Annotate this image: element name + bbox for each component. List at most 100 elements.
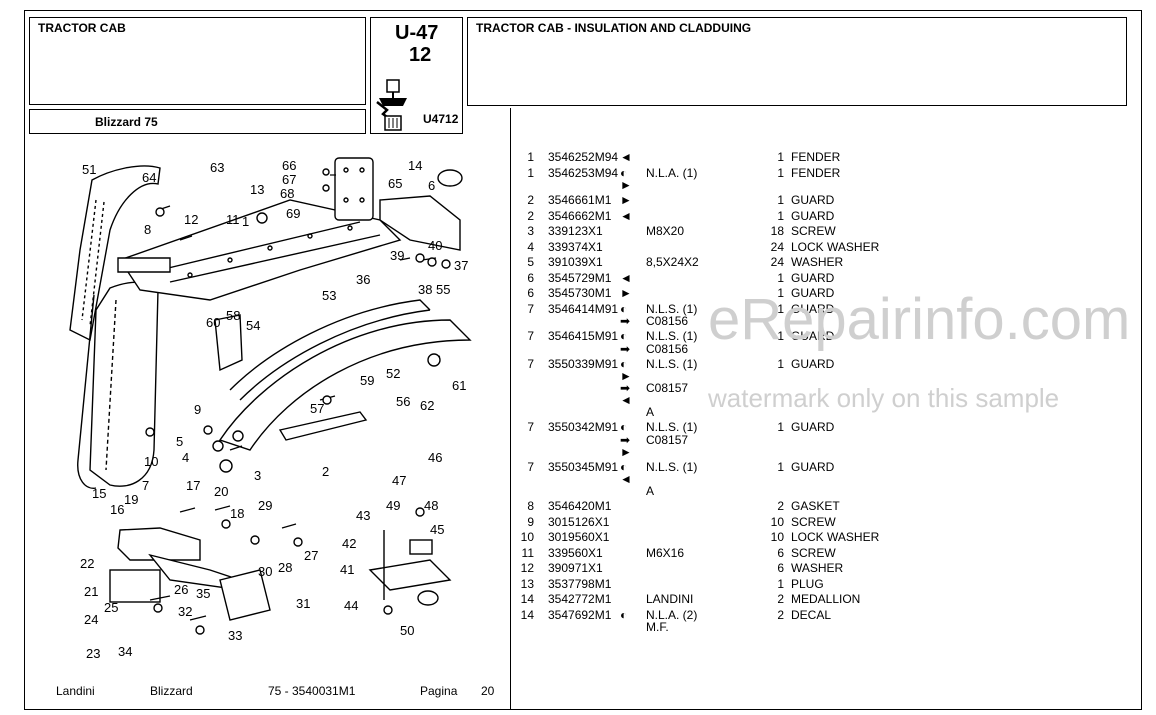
callout-label: 50 xyxy=(400,623,414,638)
description: GUARD xyxy=(791,420,835,434)
figure-code: U4712 xyxy=(423,112,459,126)
callout-label: 57 xyxy=(310,401,324,416)
item-number: 4 xyxy=(527,239,534,254)
model-box: Blizzard 75 xyxy=(29,109,366,134)
symbol-icon: ➡ xyxy=(620,381,631,395)
model-name: Blizzard 75 xyxy=(95,115,158,129)
symbol-icon: ➡ xyxy=(620,432,631,447)
callout-label: 65 xyxy=(388,176,402,191)
callout-label: 9 xyxy=(194,402,201,417)
quantity: 1 xyxy=(777,459,784,474)
symbol-icon: ◐ xyxy=(620,420,628,434)
page-code: U-47 xyxy=(395,22,439,44)
callout-label: 28 xyxy=(278,560,292,575)
part-note: N.L.S. (1) xyxy=(646,459,698,474)
item-number: 1 xyxy=(527,165,534,180)
callout-label: 41 xyxy=(340,562,354,577)
quantity: 1 xyxy=(777,301,784,316)
description: GUARD xyxy=(791,301,835,316)
symbol-icon: ◐ xyxy=(620,301,628,316)
symbol-icon: ◄ xyxy=(620,472,632,486)
callout-label: 1 xyxy=(242,214,249,229)
callout-label: 19 xyxy=(124,492,138,507)
callout-label: 43 xyxy=(356,508,370,523)
description: WASHER xyxy=(791,561,844,575)
parts-subrow: ➡C08156 xyxy=(516,314,1116,328)
parts-subrow: M.F. xyxy=(516,620,1116,634)
symbol-icon: ◐ xyxy=(620,459,628,474)
item-number: 7 xyxy=(527,301,534,316)
part-number: 3546415M91 xyxy=(548,329,619,343)
description: SCREW xyxy=(791,224,836,238)
callout-label: 47 xyxy=(392,473,406,488)
part-number: 3019560X1 xyxy=(548,530,610,544)
description: GUARD xyxy=(791,208,835,223)
description: WASHER xyxy=(791,255,844,269)
callout-label: 5 xyxy=(176,434,183,449)
part-note: N.L.S. (1) xyxy=(646,329,698,343)
part-number: 3542772M1 xyxy=(548,592,612,606)
item-number: 13 xyxy=(520,576,534,591)
callout-label: 21 xyxy=(84,584,98,599)
callout-label: 3 xyxy=(254,468,261,483)
callout-label: 4 xyxy=(182,450,189,465)
part-number: 339560X1 xyxy=(548,545,603,560)
parts-subrow: A xyxy=(516,484,1116,498)
parts-subrow: ➡C08156 xyxy=(516,342,1116,356)
callout-label: 14 xyxy=(408,158,422,173)
callout-label: 34 xyxy=(118,644,132,659)
part-number: 339123X1 xyxy=(548,224,603,238)
quantity: 1 xyxy=(777,165,784,180)
description: LOCK WASHER xyxy=(791,239,880,254)
callout-label: 51 xyxy=(82,162,96,177)
item-number: 6 xyxy=(527,286,534,300)
part-number: 3015126X1 xyxy=(548,514,610,529)
callout-label: 31 xyxy=(296,596,310,611)
quantity: 1 xyxy=(777,193,784,207)
callout-label: 20 xyxy=(214,484,228,499)
callout-label: 62 xyxy=(420,398,434,413)
callout-label: 10 xyxy=(144,454,158,469)
page-code-box: U-47 12 U4712 xyxy=(370,17,463,134)
part-number: 390971X1 xyxy=(548,561,603,575)
callout-label: 13 xyxy=(250,182,264,197)
callout-label: 2 xyxy=(322,464,329,479)
callout-label: 38 xyxy=(418,282,432,297)
symbol-icon: ◐ xyxy=(620,165,628,180)
item-number: 9 xyxy=(527,514,534,529)
callout-label: 44 xyxy=(344,598,358,613)
quantity: 1 xyxy=(777,329,784,343)
callout-label: 49 xyxy=(386,498,400,513)
symbol-icon: ◄ xyxy=(620,393,632,407)
symbol-icon: ◐ xyxy=(620,329,628,343)
symbol-icon: ► xyxy=(620,369,632,383)
part-number: 3546662M1 xyxy=(548,208,612,223)
description: GUARD xyxy=(791,270,835,285)
callout-label: 58 xyxy=(226,308,240,323)
part-note: A xyxy=(646,405,655,419)
item-number: 14 xyxy=(520,607,534,622)
part-number: 3546253M94 xyxy=(548,165,619,180)
callout-label: 30 xyxy=(258,564,272,579)
part-number: 3545729M1 xyxy=(548,270,612,285)
quantity: 24 xyxy=(770,255,784,269)
part-number: 3546414M91 xyxy=(548,301,619,316)
callout-label: 66 xyxy=(282,158,296,173)
item-number: 3 xyxy=(527,224,534,238)
description: FENDER xyxy=(791,165,841,180)
part-number: 3546420M1 xyxy=(548,499,612,513)
item-number: 8 xyxy=(527,499,534,513)
callout-label: 54 xyxy=(246,318,260,333)
service-icon xyxy=(376,79,407,131)
catalog-page xyxy=(24,10,1142,710)
callout-label: 45 xyxy=(430,522,444,537)
callout-label: 27 xyxy=(304,548,318,563)
item-number: 10 xyxy=(520,530,534,544)
callout-label: 7 xyxy=(142,478,149,493)
